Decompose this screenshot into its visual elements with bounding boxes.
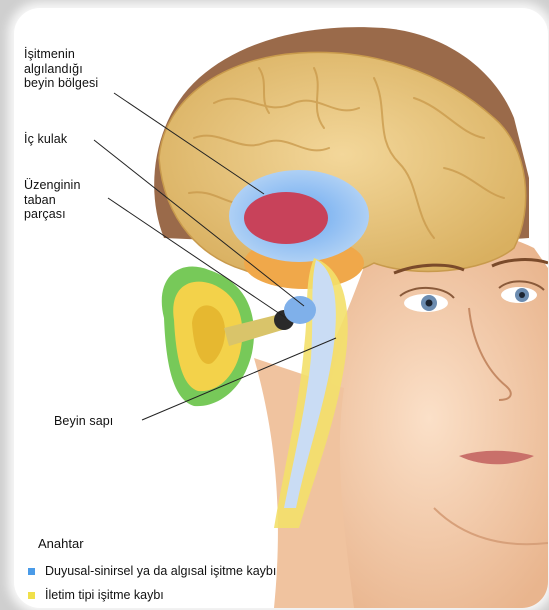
label-line: İşitmenin	[24, 47, 98, 62]
swatch-blue	[28, 568, 35, 575]
key-item-label: Duyusal-sinirsel ya da algısal işitme ka…	[45, 564, 276, 578]
key-title: Anahtar	[38, 536, 84, 551]
hearing-area-core	[244, 192, 328, 244]
diagram-frame: İşitmenin algılandığı beyin bölgesi İç k…	[14, 8, 548, 608]
label-line: beyin bölgesi	[24, 76, 98, 91]
head-illustration	[14, 8, 548, 608]
swatch-yellow	[28, 592, 35, 599]
label-line: taban	[24, 193, 81, 208]
label-hearing-area: İşitmenin algılandığı beyin bölgesi	[24, 47, 98, 91]
label-line: parçası	[24, 207, 81, 222]
inner-ear	[284, 296, 316, 324]
label-stapes: Üzenginin taban parçası	[24, 178, 81, 222]
label-line: Üzenginin	[24, 178, 81, 193]
label-brainstem: Beyin sapı	[54, 414, 113, 429]
key-item-sensorineural: Duyusal-sinirsel ya da algısal işitme ka…	[28, 564, 276, 578]
key-item-label: İletim tipi işitme kaybı	[45, 588, 164, 602]
label-inner-ear: İç kulak	[24, 132, 67, 147]
label-line: algılandığı	[24, 62, 98, 77]
key-item-conductive: İletim tipi işitme kaybı	[28, 588, 164, 602]
